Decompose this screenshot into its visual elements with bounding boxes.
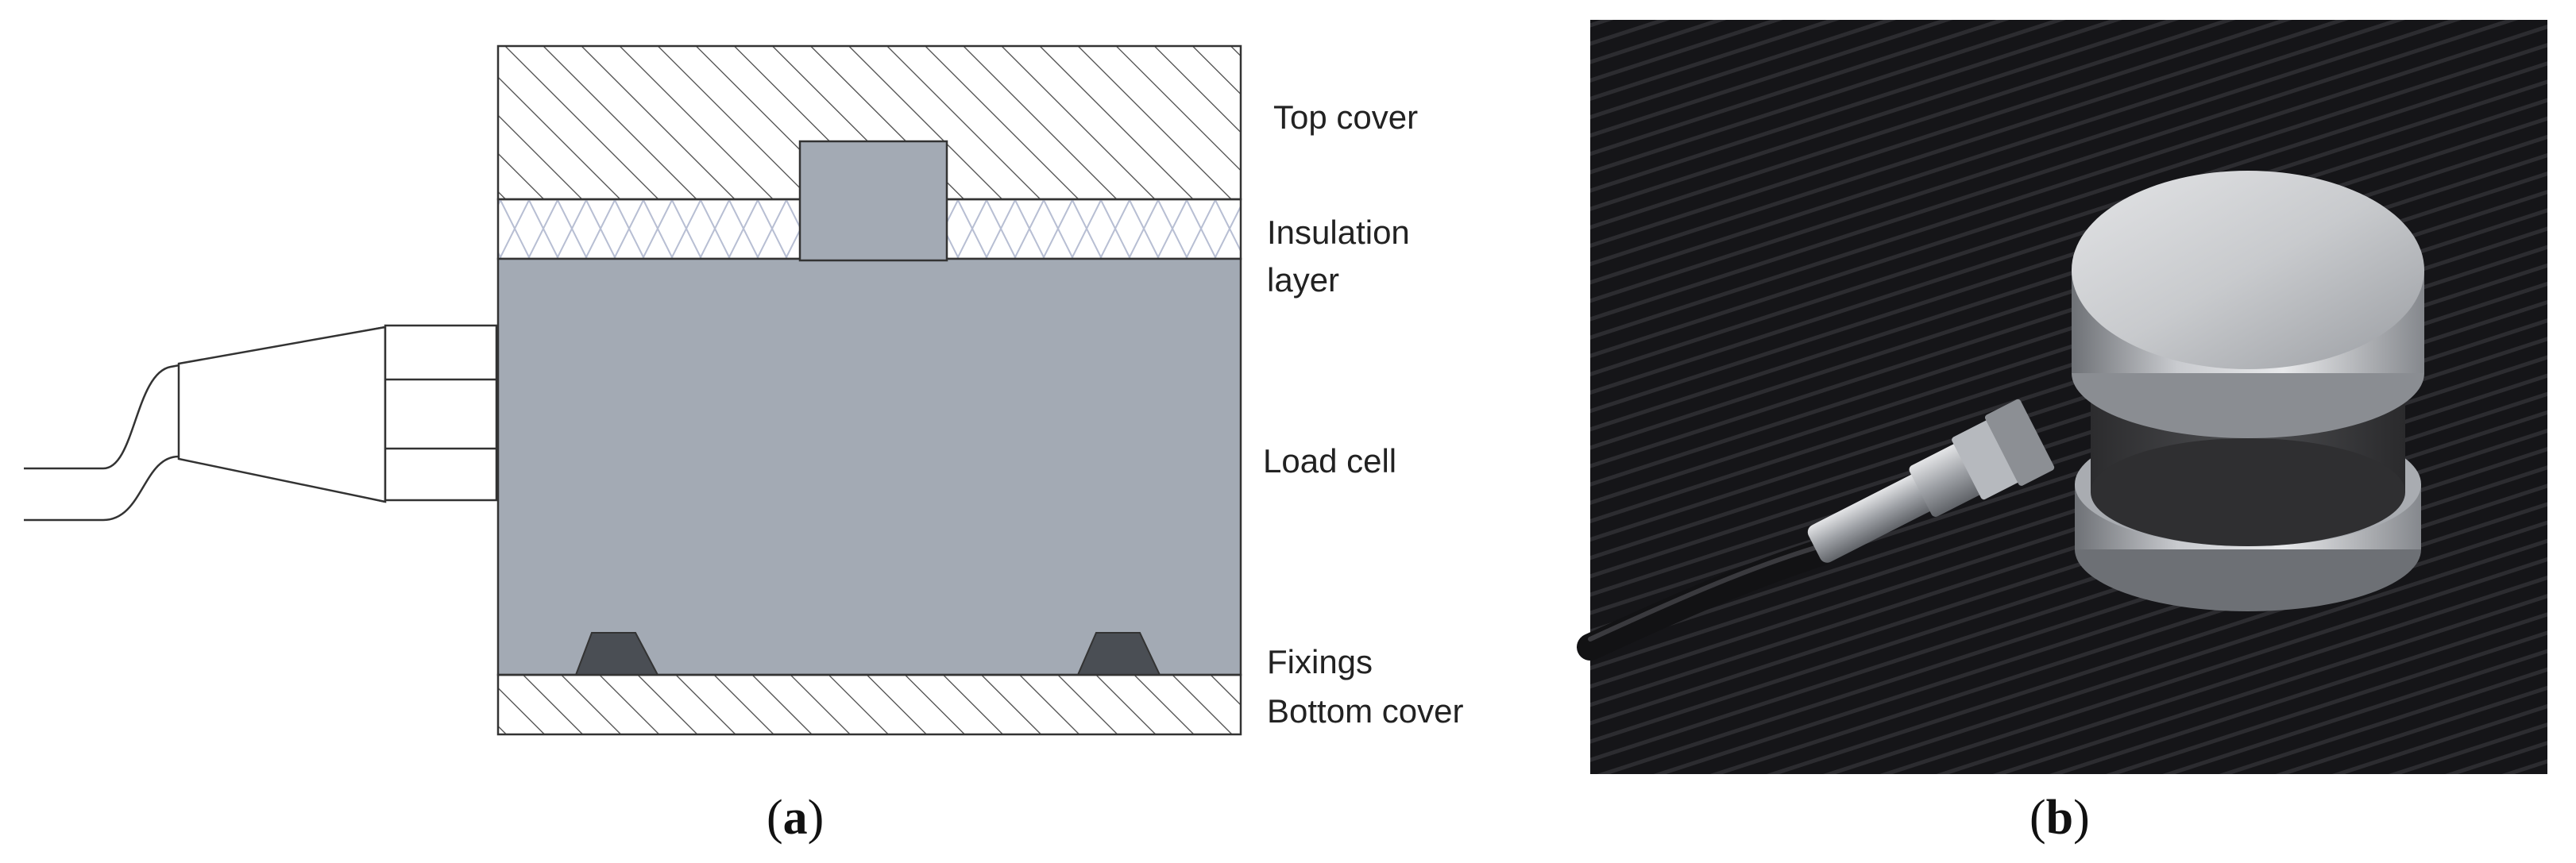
panel-label-b: (b) [2030,791,2090,845]
label-load-cell: Load cell [1263,442,1396,480]
load-cell-body [496,257,1242,676]
connector-block [384,324,498,502]
bottom-cover [496,673,1242,736]
photo-body-bottom [2091,438,2405,546]
label-top-cover: Top cover [1273,98,1418,136]
schematic-panel: Top cover Insulation layer Load cell Fix… [24,44,1463,845]
cable-line-top [24,326,386,470]
panel-label-a: (a) [767,791,824,845]
photo-panel: (b) [1577,20,2547,845]
cable-sleeve [177,326,387,503]
load-button [798,140,948,262]
label-insulation-line2: layer [1267,261,1339,299]
photo-connector [1807,399,2055,563]
photo-cap-top [2072,171,2424,369]
label-bottom-cover: Bottom cover [1267,692,1463,730]
photo-cable [1577,538,1836,661]
label-fixings: Fixings [1267,643,1373,680]
cable-line-bottom [24,455,386,522]
photo-cable-highlight [1588,543,1825,641]
label-insulation-line1: Insulation [1267,214,1410,251]
